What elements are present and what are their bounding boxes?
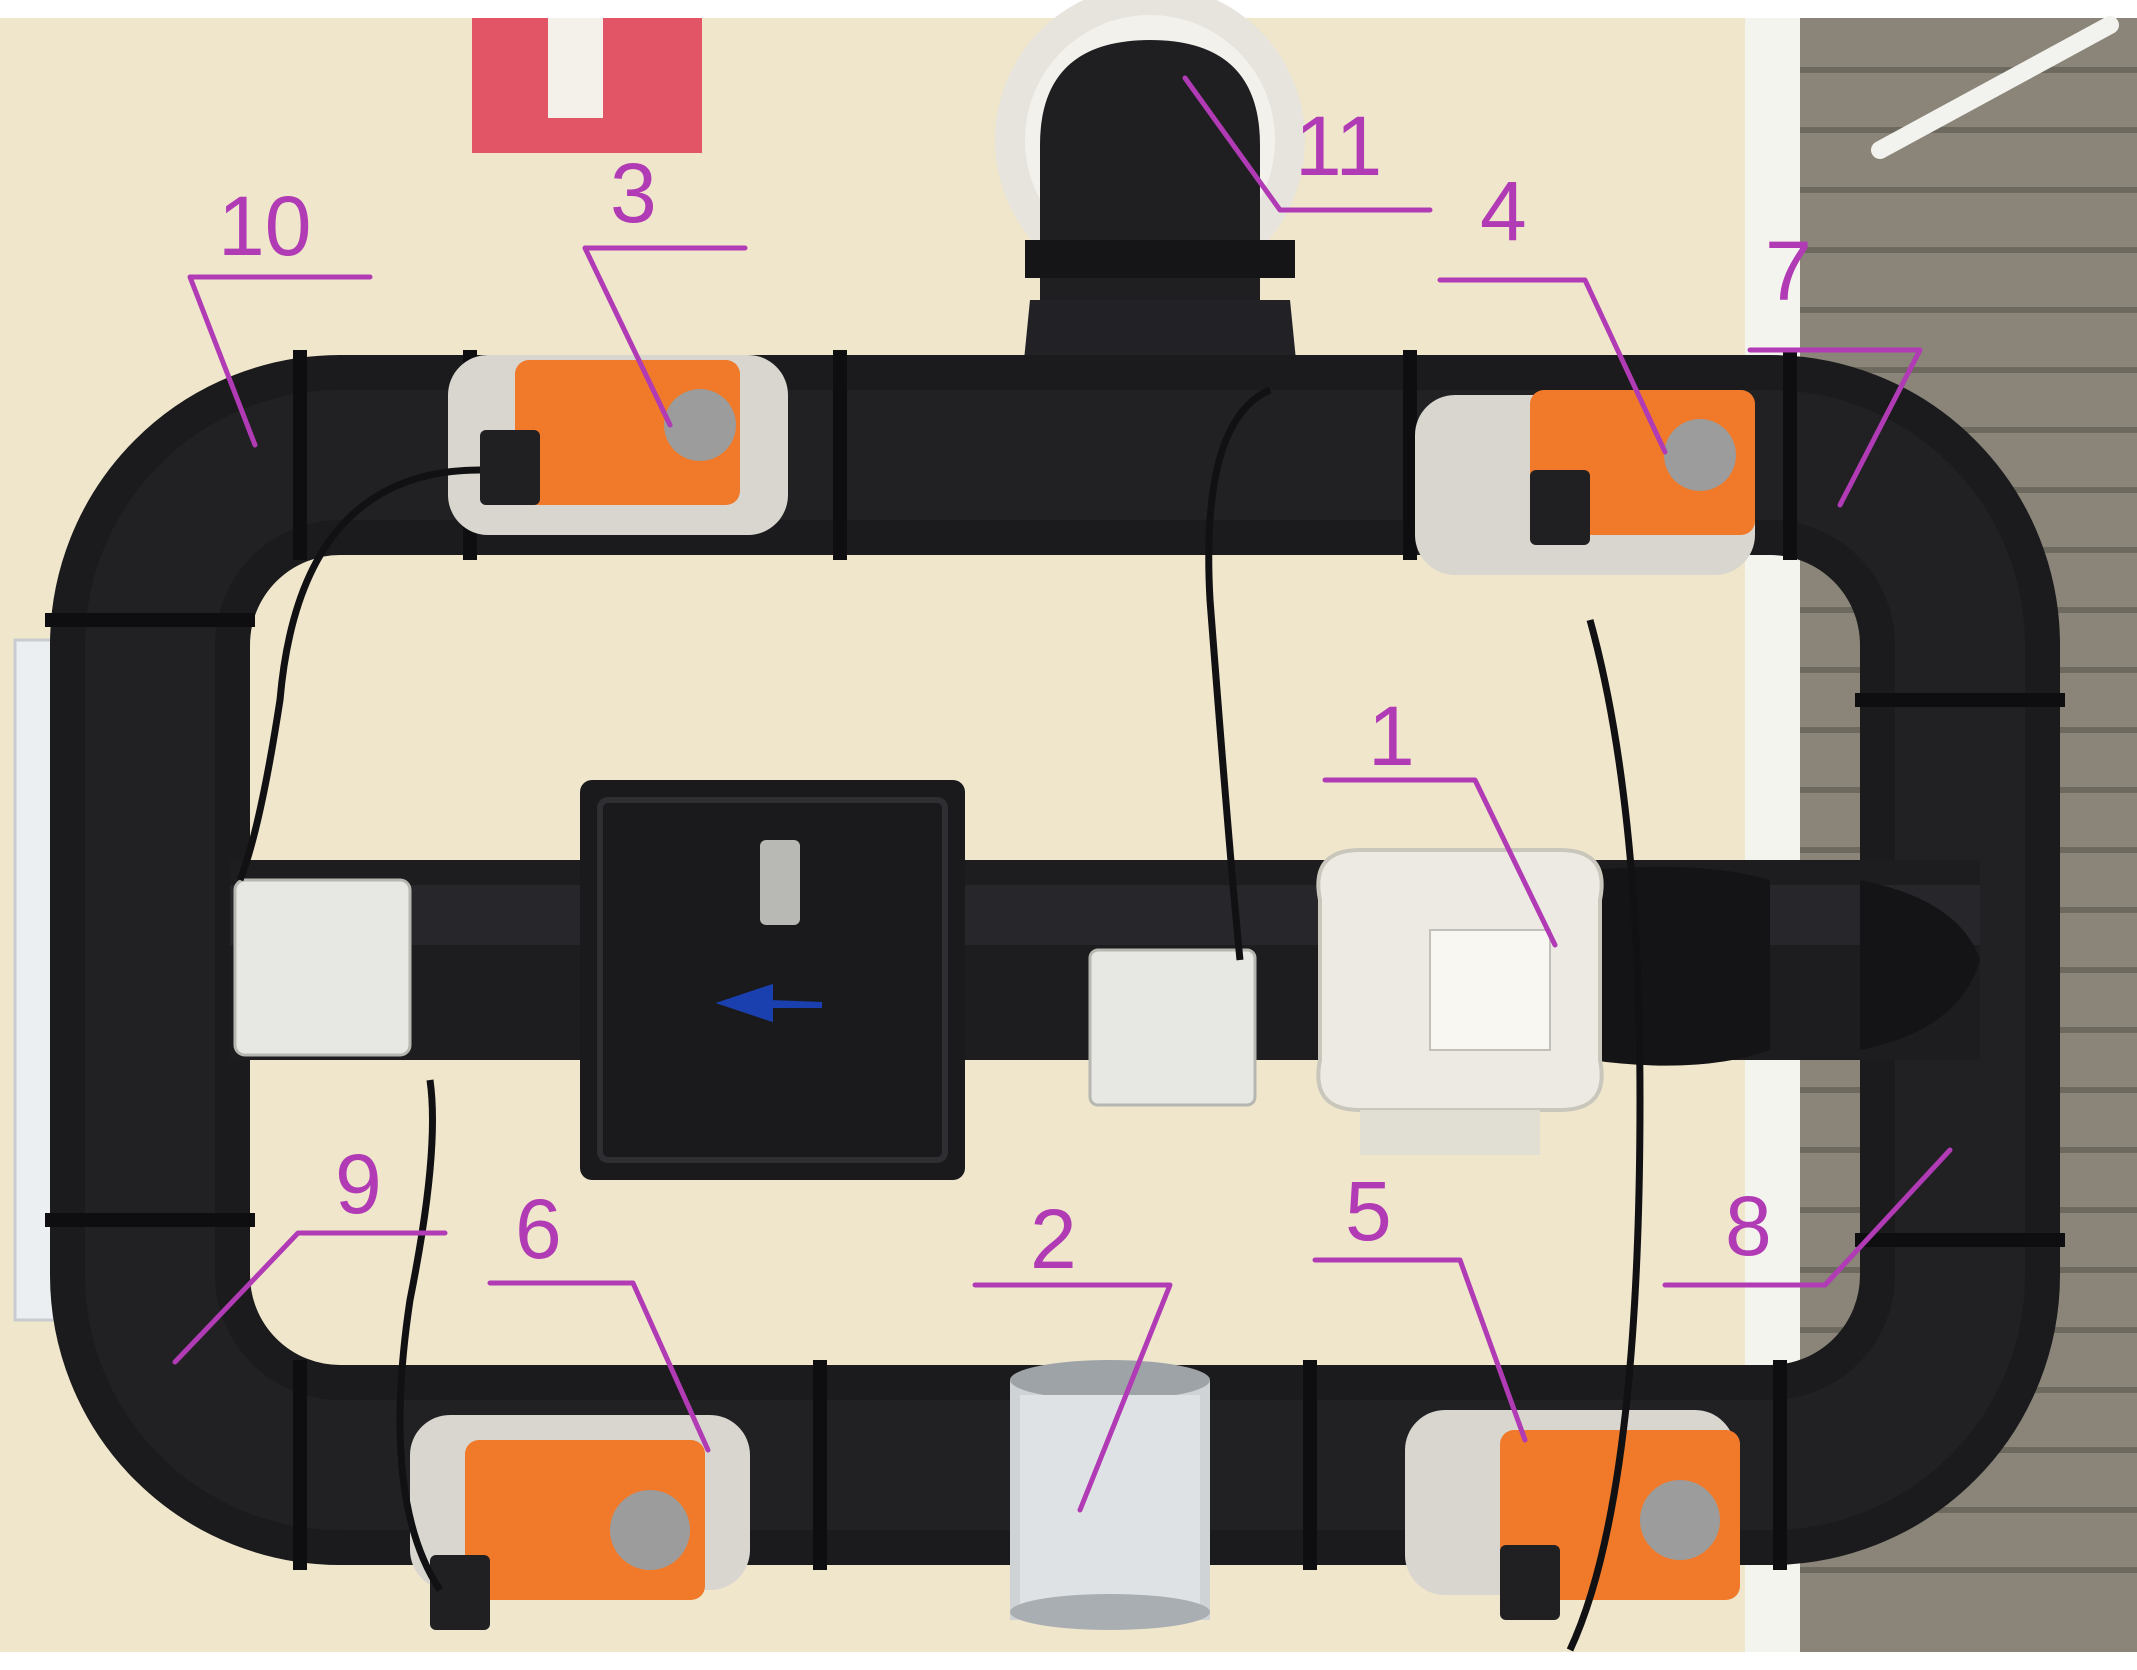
damper-actuator-bottom-left: [410, 1415, 750, 1630]
callout-8: 8: [1662, 1147, 1953, 1288]
callouts: 1 2 3 4 5 6 7 8: [172, 75, 1953, 1513]
bottom-spigot: [1010, 1360, 1210, 1630]
callout-label: 3: [610, 146, 657, 240]
callout-label: 8: [1725, 1179, 1772, 1273]
callout-label: 7: [1765, 224, 1812, 318]
callout-3: 3: [582, 146, 748, 428]
callout-9: 9: [172, 1137, 448, 1365]
callout-label: 5: [1345, 1164, 1392, 1258]
callout-7: 7: [1747, 224, 1923, 508]
callout-11: 11: [1182, 75, 1433, 213]
white-frame-bottom: [0, 1652, 2137, 1670]
callout-1: 1: [1322, 689, 1558, 948]
callout-6: 6: [487, 1182, 711, 1453]
inline-fan: [1316, 848, 1604, 1155]
callout-label: 11: [1295, 99, 1382, 193]
callout-label: 6: [515, 1182, 562, 1276]
callout-5: 5: [1312, 1164, 1528, 1443]
callout-label: 10: [218, 179, 311, 273]
callout-label: 4: [1480, 164, 1527, 258]
callout-4: 4: [1437, 164, 1668, 455]
junction-box-middle: [1088, 948, 1257, 1107]
cables: [236, 386, 1644, 1652]
damper-actuator-bottom-right: [1405, 1410, 1740, 1620]
wall-sign: [472, 18, 702, 153]
filter-box: [580, 780, 965, 1180]
callout-label: 2: [1030, 1192, 1077, 1286]
damper-actuator-top-right: [1415, 390, 1755, 575]
junction-box-left: [233, 878, 412, 1057]
callout-2: 2: [972, 1192, 1173, 1513]
callout-label: 9: [335, 1137, 382, 1231]
electrical-cabinet: [13, 638, 57, 1322]
airflow-arrow-icon: [715, 983, 823, 1023]
callout-label: 1: [1368, 689, 1415, 783]
damper-actuator-top-left: [448, 355, 788, 535]
exhaust-vent-duct: [995, 0, 1305, 400]
callout-10: 10: [187, 179, 373, 448]
